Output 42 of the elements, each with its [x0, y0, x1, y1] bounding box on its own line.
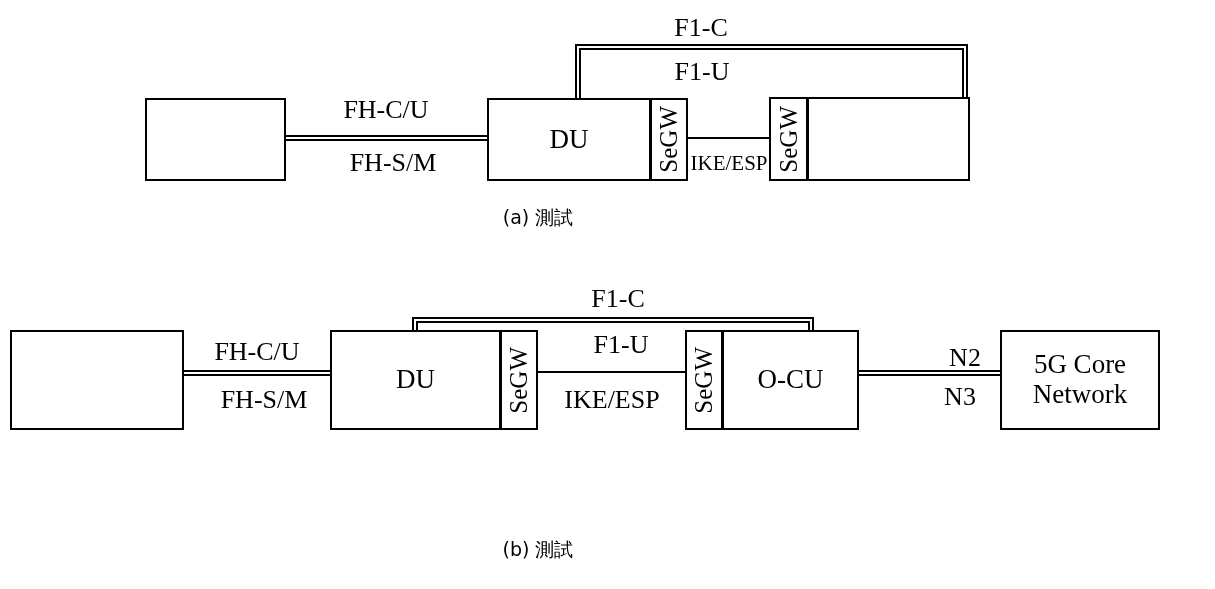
node-label: 5G Core Network: [1031, 350, 1129, 410]
connector-line: [858, 370, 1001, 372]
edge-label: F1-U: [593, 332, 649, 358]
edge-label: F1-U: [674, 59, 730, 85]
edge-label: F1-C: [674, 15, 728, 41]
figure-caption: (a) 測試: [502, 205, 574, 230]
process-box: [487, 98, 651, 181]
connector-line: [537, 371, 686, 373]
gateway-box: [769, 97, 808, 181]
connector-line: [285, 135, 488, 137]
gateway-box: [685, 330, 723, 430]
empty-box: [145, 98, 286, 181]
node-label: DU: [549, 124, 589, 155]
gateway-box: [650, 98, 688, 181]
edge-label: F1-C: [591, 286, 645, 312]
edge-label: IKE/ESP: [564, 387, 660, 413]
node-label: O-CU: [757, 365, 824, 395]
node-label: SeGW: [655, 106, 683, 173]
connector-line: [687, 137, 770, 139]
connector-line: [183, 370, 331, 372]
edge-label: N3: [944, 384, 976, 410]
node-label: SeGW: [505, 346, 533, 414]
edge-label: FH-S/M: [220, 387, 308, 413]
node-label: SeGW: [774, 105, 803, 173]
process-box: [330, 330, 501, 430]
connector-line: [416, 321, 810, 331]
edge-label: FH-C/U: [343, 97, 429, 123]
connector-line: [858, 374, 1001, 376]
node-label: DU: [396, 365, 435, 395]
edge-label: IKE/ESP: [690, 152, 768, 174]
gateway-box: [500, 330, 538, 430]
connector-line: [183, 374, 331, 376]
edge-label: N2: [949, 345, 981, 371]
edge-label: FH-S/M: [349, 150, 437, 176]
node-label: SeGW: [690, 346, 718, 414]
connector-line: [412, 317, 814, 331]
figure-caption: (b) 測試: [502, 537, 574, 562]
process-box: [1000, 330, 1160, 430]
process-box: [722, 330, 859, 430]
empty-box: [10, 330, 184, 430]
connector-line: [285, 139, 488, 141]
edge-label: FH-C/U: [214, 339, 300, 365]
